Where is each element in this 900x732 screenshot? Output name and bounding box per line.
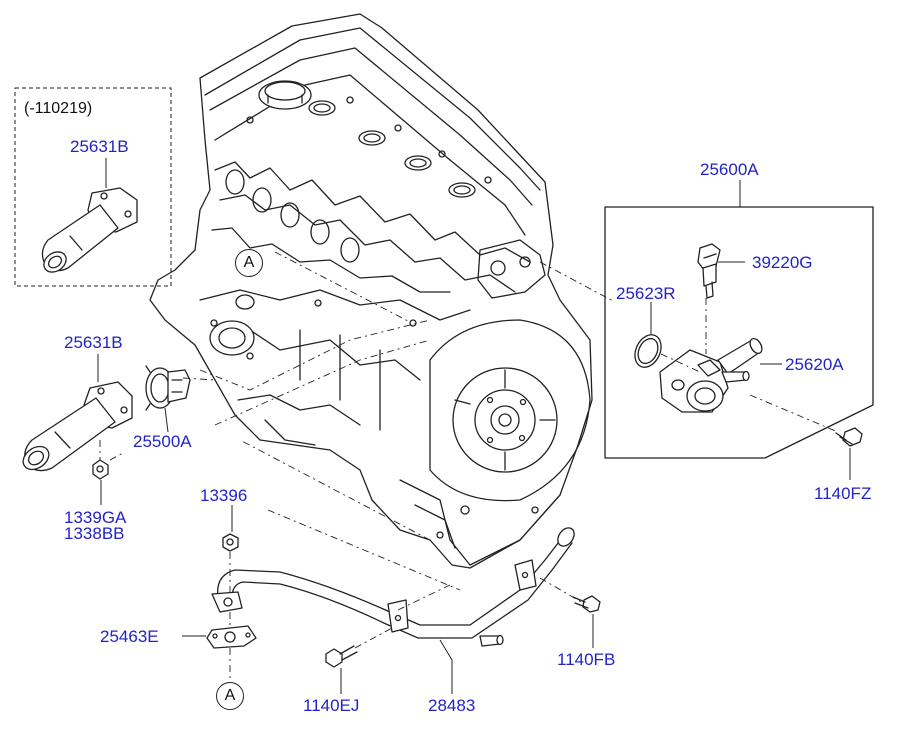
part-label-25631b-inset: 25631B xyxy=(70,137,129,156)
leader-lines xyxy=(97,158,851,694)
outlet-fitting-left xyxy=(22,381,133,472)
water-pipe xyxy=(211,527,575,647)
inset-box xyxy=(14,87,172,287)
water-outlet-fitting xyxy=(659,337,763,413)
temperature-sensor xyxy=(697,243,721,299)
bolt-1140fb xyxy=(572,595,601,613)
bolt-1140fz xyxy=(835,427,863,447)
bolt-1140ej xyxy=(325,645,358,668)
part-label-25623r: 25623R xyxy=(616,284,676,303)
nut-13396 xyxy=(222,533,239,552)
thermostat xyxy=(145,365,191,411)
part-label-1140fb: 1140FB xyxy=(557,650,616,669)
part-label-25620a: 25620A xyxy=(785,355,844,374)
nut-1339ga xyxy=(92,459,109,480)
o-ring xyxy=(634,334,662,368)
inset-note: (-110219) xyxy=(24,100,93,117)
gasket xyxy=(206,625,257,649)
part-label-13396: 13396 xyxy=(200,486,248,505)
part-label-1140ej: 1140EJ xyxy=(303,696,360,715)
reference-marker-a-top: A xyxy=(235,249,263,277)
reference-marker-a-bottom: A xyxy=(216,682,244,710)
part-label-25600a: 25600A xyxy=(700,160,759,179)
part-label-25463e: 25463E xyxy=(100,627,159,646)
part-label-28483: 28483 xyxy=(428,696,476,715)
part-label-39220g: 39220G xyxy=(752,253,813,272)
engine-block xyxy=(149,13,593,569)
part-label-1339ga: 1339GA xyxy=(64,508,127,527)
assembly-box-25600a xyxy=(604,206,874,459)
part-label-1140fz: 1140FZ xyxy=(814,484,872,503)
part-label-1338bb: 1338BB xyxy=(64,524,125,543)
part-label-25631b: 25631B xyxy=(64,333,123,352)
part-label-25500a: 25500A xyxy=(133,432,192,451)
assembly-guides xyxy=(99,251,839,680)
outlet-fitting-inset xyxy=(41,187,138,273)
